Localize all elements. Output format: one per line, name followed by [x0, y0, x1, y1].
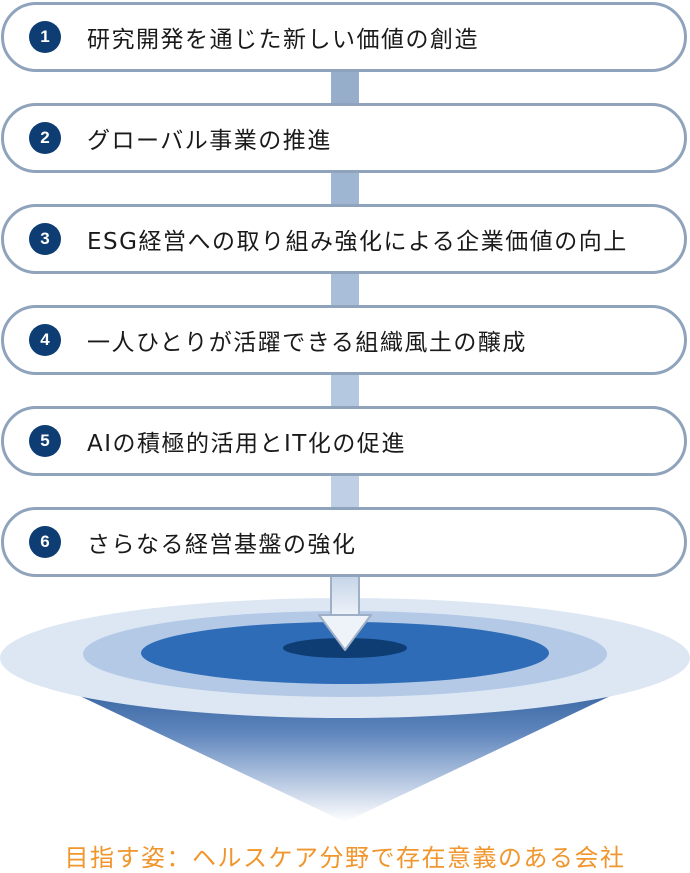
- arrow-shaft: [331, 577, 359, 617]
- goal-statement: 目指す姿：ヘルスケア分野で存在意義のある会社: [64, 844, 626, 872]
- step-label: 一人ひとりが活躍できる組織風土の醸成: [87, 330, 527, 356]
- connector-4-5: [331, 375, 359, 407]
- arrow-head: [318, 614, 372, 651]
- step-2: 2 グローバル事業の推進: [1, 103, 687, 173]
- step-3: 3 ESG経営への取り組み強化による企業価値の向上: [1, 204, 687, 274]
- connector-2-3: [331, 173, 359, 205]
- step-1: 1 研究開発を通じた新しい価値の創造: [1, 2, 687, 72]
- step-label: グローバル事業の推進: [87, 128, 332, 154]
- step-number-badge: 3: [29, 223, 61, 255]
- step-number-badge: 2: [29, 122, 61, 154]
- step-5: 5 AIの積極的活用とIT化の促進: [1, 406, 687, 476]
- step-4: 4 一人ひとりが活躍できる組織風土の醸成: [1, 305, 687, 375]
- connector-5-6: [331, 476, 359, 508]
- step-number-badge: 1: [29, 21, 61, 53]
- step-number-badge: 6: [29, 526, 61, 558]
- step-number-badge: 4: [29, 324, 61, 356]
- step-label: ESG経営への取り組み強化による企業価値の向上: [87, 229, 628, 255]
- step-label: 研究開発を通じた新しい価値の創造: [87, 27, 479, 53]
- step-6: 6 さらなる経営基盤の強化: [1, 507, 687, 577]
- connector-3-4: [331, 274, 359, 306]
- connector-1-2: [331, 72, 359, 104]
- step-label: AIの積極的活用とIT化の促進: [87, 431, 406, 457]
- step-label: さらなる経営基盤の強化: [87, 532, 357, 558]
- step-number-badge: 5: [29, 425, 61, 457]
